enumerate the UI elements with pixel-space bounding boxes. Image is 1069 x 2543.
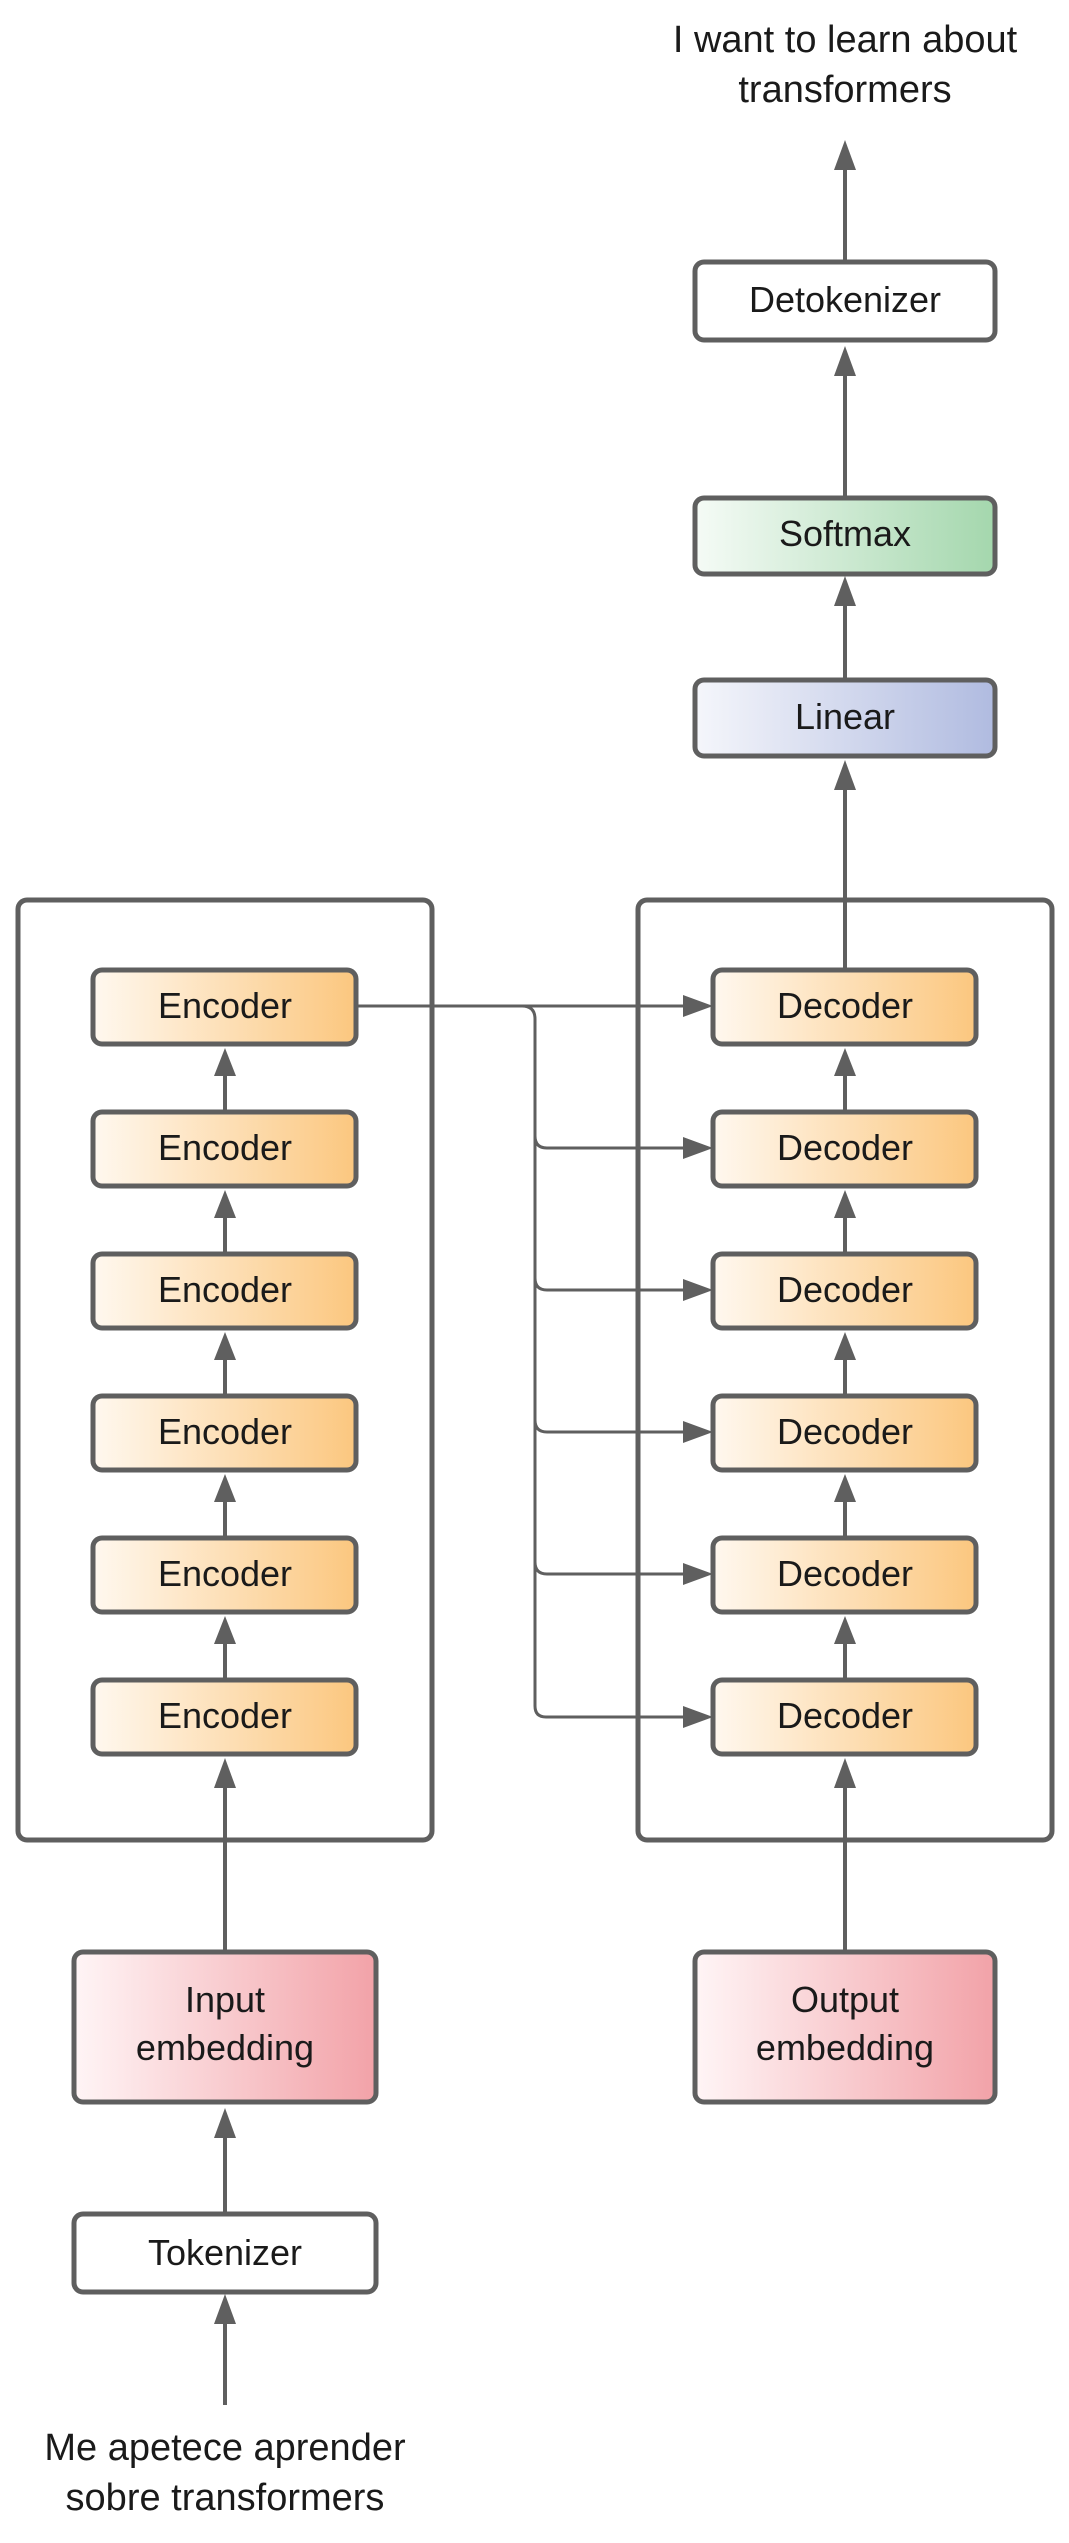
decoder-label: Decoder [777, 1411, 913, 1452]
tokenizer-label: Tokenizer [148, 2232, 302, 2273]
arrowhead-into-decoder-4 [683, 1279, 713, 1301]
encoder-stack-container [15, 897, 435, 1843]
encoder-block: Encoder [90, 967, 359, 1047]
decoder-label: Decoder [777, 1269, 913, 1310]
encoder-to-decoder-2-line [533, 1561, 695, 1576]
encoder-bus-line [357, 1004, 695, 1719]
arrowhead-decoder-6 [834, 1048, 856, 1076]
encoder-block: Encoder [90, 1251, 359, 1331]
arrowhead-softmax [834, 576, 856, 606]
arrowhead-encoder-4 [214, 1332, 236, 1360]
arrowhead-detokenizer [834, 346, 856, 376]
arrowhead-into-decoder-2 [683, 1563, 713, 1585]
encoder-block: Encoder [90, 1393, 359, 1473]
decoder-label: Decoder [777, 985, 913, 1026]
encoder-to-decoder-3-line [533, 1419, 695, 1434]
arrowhead-decoder-1 [834, 1758, 856, 1788]
output-text-line1: I want to learn about [673, 19, 1018, 61]
arrowhead-decoder-2 [834, 1616, 856, 1644]
output-embedding-block: Output embedding [692, 1949, 998, 2105]
encoder-block: Encoder [90, 1109, 359, 1189]
decoder-stack-container [635, 897, 1055, 1843]
arrowhead-output [834, 140, 856, 170]
arrowhead-decoder-4 [834, 1332, 856, 1360]
decoder-label: Decoder [777, 1695, 913, 1736]
arrowhead-into-decoder-1 [683, 1706, 713, 1728]
input-text-line2: sobre transformers [66, 2477, 385, 2519]
softmax-block: Softmax [692, 495, 998, 577]
arrowhead-encoder-5 [214, 1190, 236, 1218]
arrowhead-encoder-6 [214, 1048, 236, 1076]
arrowhead-decoder-5 [834, 1190, 856, 1218]
encoder-label: Encoder [158, 985, 292, 1026]
encoder-to-decoder-5-line [533, 1135, 695, 1150]
linear-block: Linear [692, 677, 998, 759]
decoder-label: Decoder [777, 1127, 913, 1168]
arrowhead-linear [834, 760, 856, 790]
encoder-label: Encoder [158, 1553, 292, 1594]
input-embedding-label-line2: embedding [136, 2027, 314, 2068]
arrowhead-into-decoder-6 [683, 995, 713, 1017]
decoder-block: Decoder [710, 1535, 979, 1615]
softmax-label: Softmax [779, 513, 911, 554]
arrowhead-input-embedding [214, 2108, 236, 2138]
output-text-line2: transformers [738, 69, 951, 111]
output-embedding-label-line1: Output [791, 1979, 899, 2020]
decoder-block: Decoder [710, 1109, 979, 1189]
input-text-line1: Me apetece aprender [44, 2427, 406, 2469]
linear-label: Linear [795, 696, 895, 737]
decoder-block: Decoder [710, 1251, 979, 1331]
detokenizer-label: Detokenizer [749, 279, 941, 320]
arrowhead-into-decoder-3 [683, 1421, 713, 1443]
detokenizer-block: Detokenizer [692, 259, 998, 343]
input-embedding-label-line1: Input [185, 1979, 265, 2020]
decoder-label: Decoder [777, 1553, 913, 1594]
encoder-label: Encoder [158, 1695, 292, 1736]
arrowheads-right [683, 995, 713, 1728]
encoder-label: Encoder [158, 1269, 292, 1310]
arrowhead-into-decoder-5 [683, 1137, 713, 1159]
decoder-block: Decoder [710, 1677, 979, 1757]
encoder-block: Encoder [90, 1677, 359, 1757]
decoder-block: Decoder [710, 1393, 979, 1473]
arrowhead-encoder-1 [214, 1758, 236, 1788]
arrowheads-up [214, 140, 856, 2324]
encoder-block: Encoder [90, 1535, 359, 1615]
tokenizer-block: Tokenizer [71, 2211, 379, 2295]
arrowhead-decoder-3 [834, 1474, 856, 1502]
arrowhead-tokenizer [214, 2294, 236, 2324]
output-embedding-label-line2: embedding [756, 2027, 934, 2068]
arrowhead-encoder-2 [214, 1616, 236, 1644]
encoder-label: Encoder [158, 1127, 292, 1168]
decoder-block: Decoder [710, 967, 979, 1047]
input-embedding-block: Input embedding [71, 1949, 379, 2105]
cross-attention-connectors [357, 1004, 695, 1719]
encoder-to-decoder-4-line [533, 1277, 695, 1292]
encoder-label: Encoder [158, 1411, 292, 1452]
arrowhead-encoder-3 [214, 1474, 236, 1502]
